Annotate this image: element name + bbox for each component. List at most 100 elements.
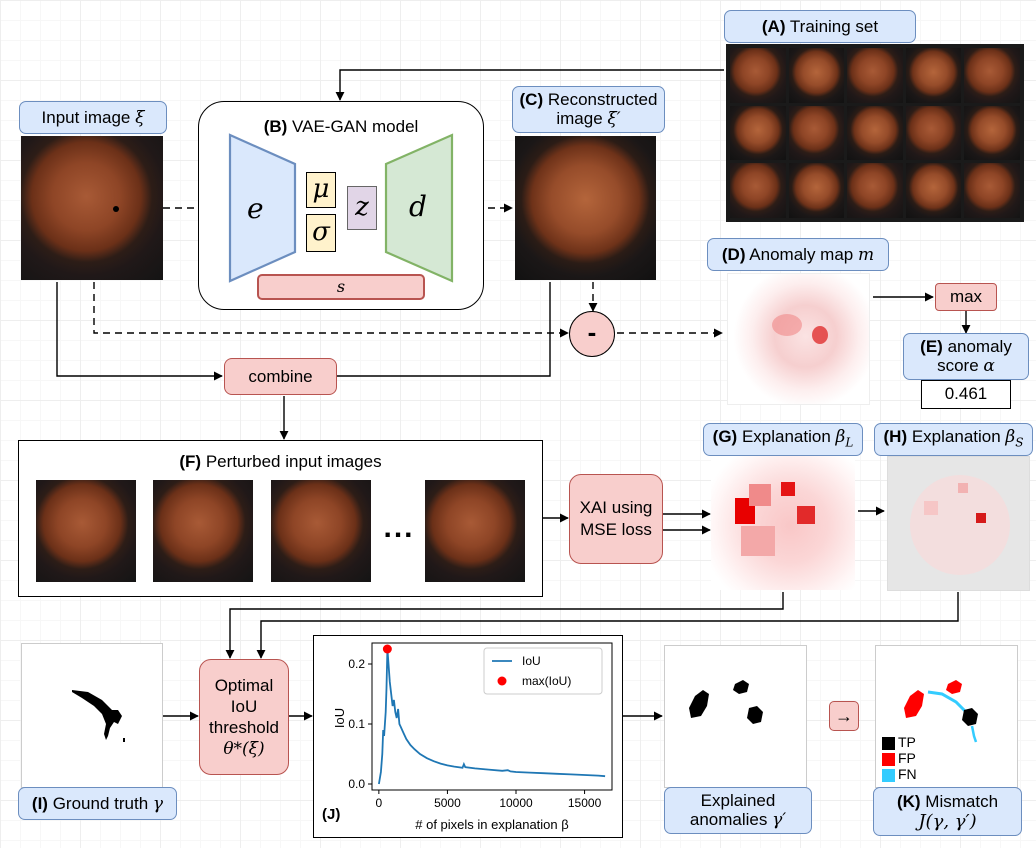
anomaly-hotspot <box>772 314 802 336</box>
arrow-h-to-threshold <box>256 592 959 659</box>
training-set-title: Training set <box>789 16 879 36</box>
encoder-shape <box>228 133 297 283</box>
legend-fp: FP <box>882 750 917 766</box>
max-label: max <box>949 287 983 306</box>
input-symbol: ξ <box>135 107 145 128</box>
arrow-glyph: → <box>835 706 853 726</box>
encoder-symbol: e <box>247 192 264 225</box>
legend-iou: IoU <box>522 654 541 668</box>
explained-line2: anomalies <box>689 810 768 829</box>
z-box: z <box>347 186 377 230</box>
recon-symbol: ξ′ <box>607 109 621 129</box>
x-tick-label: 15000 <box>568 796 602 810</box>
arrow-input-to-combine <box>56 282 223 381</box>
recon-line2: image <box>556 109 603 128</box>
x-tick-label: 10000 <box>499 796 533 810</box>
score-letter: (E) <box>920 337 943 356</box>
training-image <box>847 48 903 103</box>
recon-line1: Reconstructed <box>547 90 658 109</box>
decoder-shape <box>384 133 454 283</box>
perturbed-letter: (F) <box>179 452 202 471</box>
plot-legend <box>483 647 603 695</box>
threshold-line4: θ*(ξ) <box>223 738 265 759</box>
training-image <box>730 105 786 161</box>
threshold-line1: Optimal <box>214 675 274 695</box>
mu-box: μ <box>306 172 336 208</box>
perturbed-image <box>271 480 371 582</box>
explanation-superpixel <box>797 506 815 524</box>
y-tick-label: 0.1 <box>348 717 365 731</box>
input-image-title: Input image <box>41 107 131 127</box>
explained-line1: Explained <box>700 791 776 810</box>
explanation-superpixel <box>741 526 775 556</box>
arrow-g-to-threshold <box>225 592 784 659</box>
legend-tp: TP <box>882 734 917 750</box>
perturbed-panel: (F) Perturbed input images ... <box>18 440 543 597</box>
arrow-training-to-model <box>335 69 724 101</box>
xai-line1: XAI using <box>579 498 653 517</box>
score-title: anomaly <box>947 337 1012 356</box>
combine-box: combine <box>224 358 337 395</box>
training-image <box>788 105 845 161</box>
mismatch-legend: TP FP FN <box>882 734 917 782</box>
explained-anomalies-image <box>664 645 807 788</box>
legend-max-iou: max(IoU) <box>522 674 571 688</box>
arrow-recon-to-combine <box>312 282 551 381</box>
explanation-superpixel <box>781 482 795 496</box>
ground-truth-image <box>21 643 163 788</box>
expl-g-sub: L <box>845 435 854 450</box>
gt-letter: (I) <box>31 793 48 813</box>
defect-spot <box>113 206 119 212</box>
explained-symbol: γ′ <box>772 810 787 830</box>
explanation-patch <box>958 483 968 493</box>
legend-fn: FN <box>882 766 917 782</box>
map-symbol: m <box>857 244 875 265</box>
anomaly-score-value: 0.461 <box>921 380 1011 409</box>
training-set-letter: (A) <box>761 16 786 36</box>
training-image <box>730 48 786 103</box>
training-image <box>964 48 1020 103</box>
perturbed-image <box>153 480 253 582</box>
arrow-input-to-minus <box>93 282 569 338</box>
iou-series-line <box>378 648 606 785</box>
map-title: Anomaly map <box>749 244 854 264</box>
recon-letter: (C) <box>519 90 544 109</box>
training-image <box>964 163 1020 218</box>
max-iou-point <box>382 644 392 654</box>
explanation-h-label: (H) Explanation βS <box>874 423 1033 456</box>
anomaly-map-label: (D) Anomaly map m <box>707 238 889 271</box>
explanation-g-label: (G) Explanation βL <box>703 423 863 456</box>
training-set-grid <box>726 44 1024 222</box>
training-image <box>905 105 962 161</box>
anomaly-map-image <box>727 273 870 405</box>
s-box: s <box>257 274 425 300</box>
training-image <box>788 163 845 218</box>
decoder-symbol: d <box>409 190 427 223</box>
threshold-line2: IoU <box>230 696 258 716</box>
ellipsis: ... <box>383 511 415 544</box>
mismatch-mask <box>904 680 978 743</box>
x-tick-label: 0 <box>376 796 383 810</box>
anomaly-hotspot <box>812 326 828 344</box>
x-tick-label: 5000 <box>434 796 461 810</box>
model-letter: (B) <box>263 117 288 136</box>
y-tick-label: 0.2 <box>348 657 365 671</box>
score-line2: score <box>937 356 979 375</box>
perturbed-title: Perturbed input images <box>205 452 382 471</box>
input-image-label: Input image ξ <box>19 101 167 134</box>
max-box: max <box>935 283 997 311</box>
model-title: VAE-GAN model <box>292 117 419 136</box>
plot-xlabel: # of pixels in explanation β <box>415 817 568 832</box>
explanation-patch <box>976 513 986 523</box>
training-image <box>788 48 845 103</box>
encoder-decoder-shapes <box>228 133 454 283</box>
training-image <box>905 163 962 218</box>
explanation-g-image <box>711 456 855 590</box>
threshold-line3: threshold <box>209 717 279 737</box>
